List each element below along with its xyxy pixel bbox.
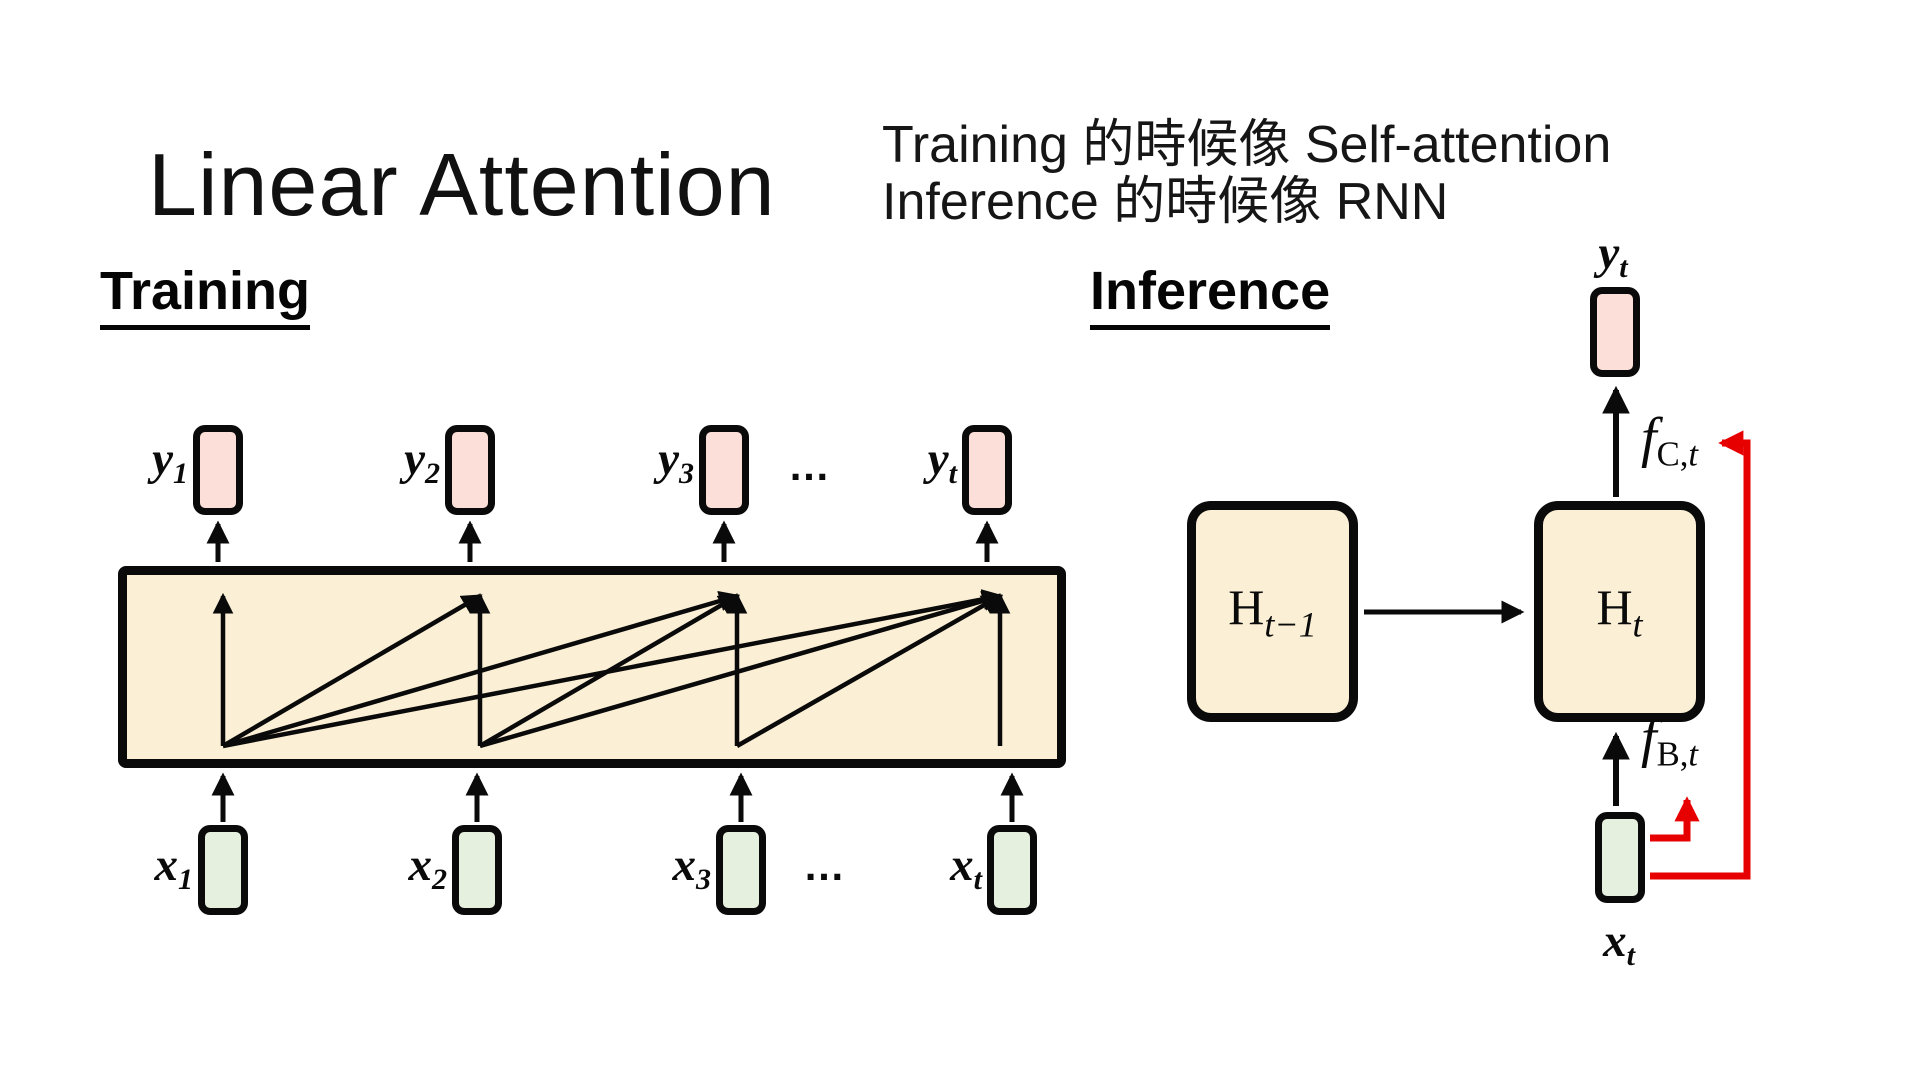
- input-box-x1: [198, 825, 248, 915]
- label-x3: x3: [672, 839, 711, 897]
- inference-input-box-xt: [1595, 812, 1645, 903]
- note-line-2: Inference 的時候像 RNN: [882, 173, 1449, 231]
- training-heading: Training: [100, 260, 311, 330]
- label-y3: y3: [658, 433, 694, 491]
- inference-output-box-yt: [1590, 287, 1640, 377]
- input-box-xt: [987, 825, 1037, 915]
- output-box-yt: [962, 425, 1012, 515]
- label-yt: yt: [927, 433, 957, 491]
- note-line-1: Training 的時候像 Self-attention: [882, 116, 1612, 174]
- input-box-x2: [452, 825, 502, 915]
- inference-heading: Inference: [1090, 260, 1331, 330]
- page-title: Linear Attention: [148, 135, 776, 234]
- inference-label-yt: yt: [1598, 227, 1628, 285]
- output-box-y2: [445, 425, 495, 515]
- label-xt: xt: [950, 839, 982, 897]
- ellipsis-outputs: …: [788, 442, 832, 489]
- output-arrows: [206, 520, 999, 562]
- inference-label-xt: xt: [1603, 915, 1635, 973]
- output-box-y3: [699, 425, 749, 515]
- attention-block: [118, 566, 1066, 768]
- label-f-ct: fC,t: [1641, 407, 1699, 474]
- label-y1: y1: [152, 433, 188, 491]
- input-arrows: [211, 772, 1024, 822]
- input-box-x3: [716, 825, 766, 915]
- state-box-h-prev: Ht−1: [1187, 501, 1358, 722]
- label-x2: x2: [408, 839, 447, 897]
- ellipsis-inputs: …: [803, 842, 847, 889]
- label-x1: x1: [154, 839, 193, 897]
- label-y2: y2: [404, 433, 440, 491]
- output-box-y1: [193, 425, 243, 515]
- state-box-h-curr: Ht: [1534, 501, 1705, 722]
- label-f-bt: fB,t: [1641, 707, 1699, 774]
